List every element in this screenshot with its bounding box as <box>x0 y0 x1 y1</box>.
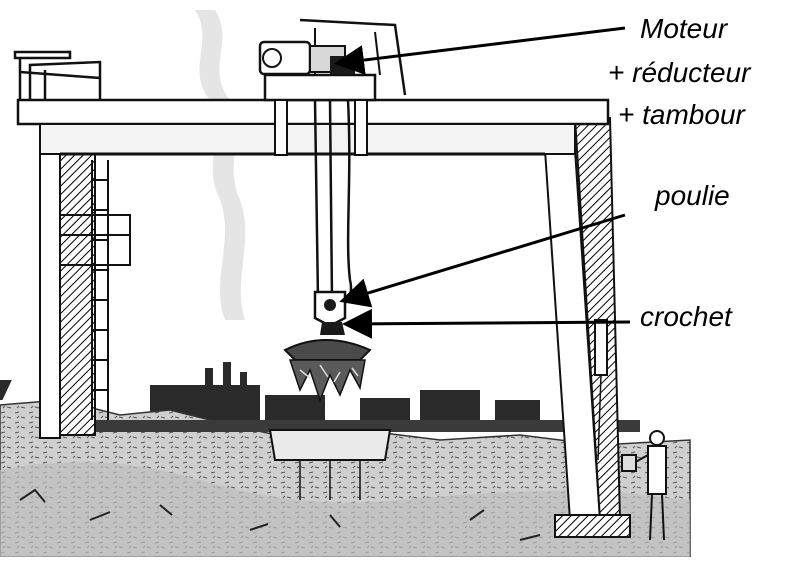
label-hook: crochet <box>640 301 733 332</box>
pulley <box>315 292 345 326</box>
label-pulley: poulie <box>654 180 730 211</box>
label-motor-line1: Moteur <box>640 13 729 44</box>
label-motor-line3: + tambour <box>618 99 747 130</box>
hook <box>320 322 345 335</box>
crane-left-leg <box>40 118 95 438</box>
crane-beam <box>18 100 608 154</box>
arrow-hook <box>348 322 630 324</box>
motor-unit <box>260 42 355 74</box>
smoke-plume <box>195 10 245 320</box>
left-railing <box>15 52 100 100</box>
arrow-motor <box>340 28 625 63</box>
lifting-magnet <box>285 340 370 400</box>
label-motor-line2: + réducteur <box>608 57 752 88</box>
